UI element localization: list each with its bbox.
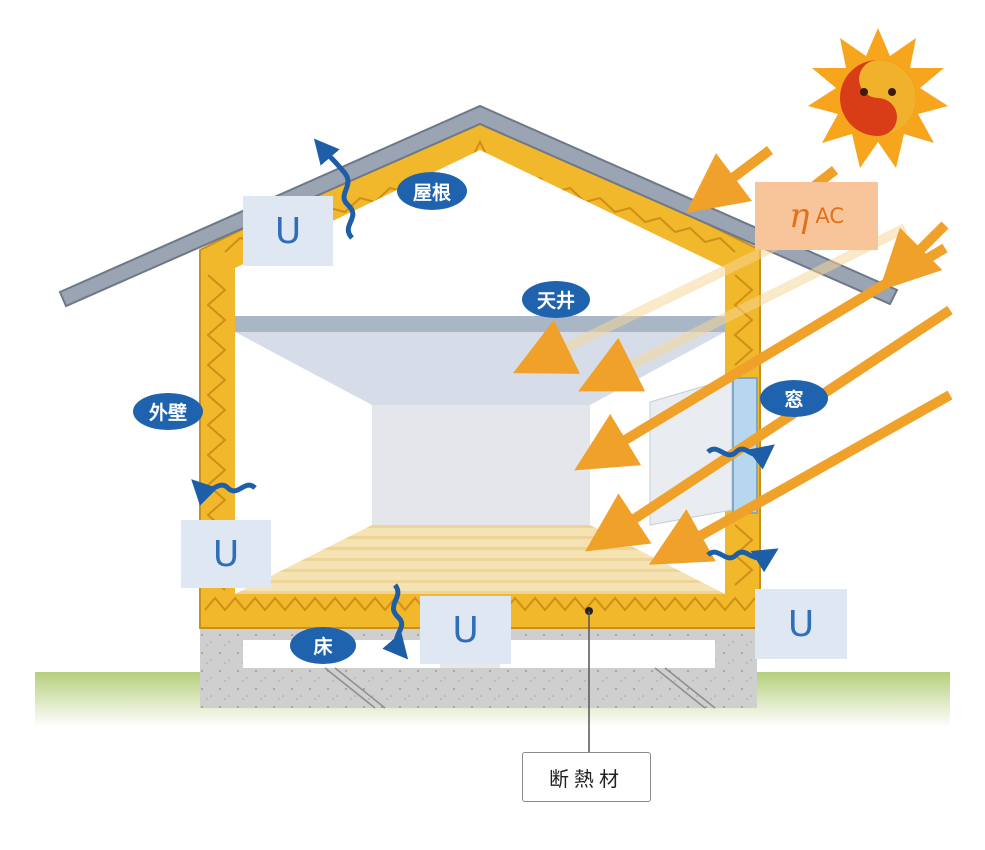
exterior-wall-label: 外壁 xyxy=(133,393,203,430)
eta-symbol: η xyxy=(788,196,810,236)
solar-gain-coefficient-box: η AC xyxy=(755,182,878,250)
window-label: 窓 xyxy=(760,380,828,417)
u-value-floor: U xyxy=(420,596,511,664)
room-back-wall xyxy=(372,405,590,525)
insulation-leader xyxy=(585,607,593,752)
roof-label: 屋根 xyxy=(397,172,467,210)
ceiling-beam xyxy=(235,316,725,332)
floor-label: 床 xyxy=(290,627,356,664)
insulation-label: 断熱材 xyxy=(522,752,651,802)
roof xyxy=(58,104,899,308)
attic-space xyxy=(235,150,725,316)
heat-loss-arrow-icon xyxy=(191,138,779,660)
ceiling-label: 天井 xyxy=(522,281,590,318)
sun-icon xyxy=(808,28,948,168)
u-value-wall: U xyxy=(181,520,271,588)
eta-subscript: AC xyxy=(815,204,845,228)
u-value-window: U xyxy=(755,589,847,659)
u-value-roof: U xyxy=(243,196,333,266)
